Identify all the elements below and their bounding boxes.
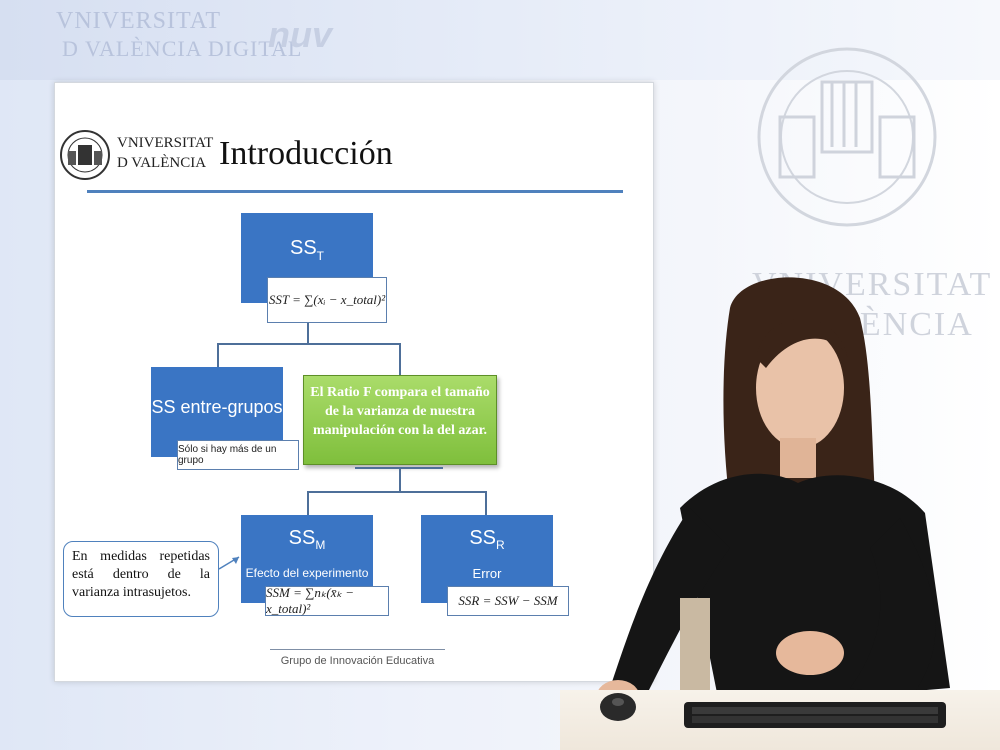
connector-line (399, 343, 401, 377)
ssr-caption: Error (472, 566, 502, 581)
sst-formula: SST = ∑(xᵢ − x_total)² (267, 277, 387, 323)
mouse-icon (600, 693, 636, 721)
ssr-label: SS (469, 527, 496, 549)
connector-line (307, 491, 309, 515)
keyboard-icon (684, 702, 946, 728)
ss-entre-grupos-note: Sólo si hay más de un grupo (177, 440, 299, 470)
brand-name-line1: VNIVERSITAT (56, 8, 222, 34)
connector-line (399, 467, 401, 491)
repeated-measures-callout: En medidas repetidas está dentro de la v… (63, 541, 219, 617)
ssm-caption: Efecto del experimento (245, 566, 369, 580)
f-ratio-note: El Ratio F compara el tamaño de la varia… (303, 375, 497, 465)
university-seal-watermark (757, 47, 937, 227)
connector-line (485, 491, 487, 515)
footer-divider (270, 649, 445, 650)
connector-line (307, 323, 309, 343)
slide-footer: Grupo de Innovación Educativa (280, 655, 435, 667)
ssm-subscript: M (315, 538, 326, 552)
university-logo-icon (60, 130, 110, 180)
slide-logo-text-line2: D VALÈNCIA (117, 155, 207, 171)
connector-line (217, 343, 219, 367)
callout-arrow-icon (218, 556, 240, 570)
sst-label: SS (289, 237, 317, 259)
connector-line (217, 343, 401, 345)
ssr-subscript: R (496, 538, 505, 552)
slide-logo-text-line1: VNIVERSITAT (117, 135, 214, 151)
presenter-video (596, 277, 950, 716)
title-underline (87, 190, 623, 193)
connector-line (307, 491, 487, 493)
sst-subscript: T (316, 249, 325, 263)
ssm-formula: SSM = ∑nₖ(x̄ₖ − x_total)² (265, 585, 389, 616)
header-band (0, 0, 1000, 80)
slide-title: Introducción (219, 135, 393, 172)
digital-logo: nuv (268, 14, 333, 55)
ssr-formula: SSR = SSW − SSM (447, 586, 569, 616)
ssm-label: SS (288, 527, 316, 549)
brand-name-line2: D VALÈNCIA DIGITAL (62, 36, 303, 61)
